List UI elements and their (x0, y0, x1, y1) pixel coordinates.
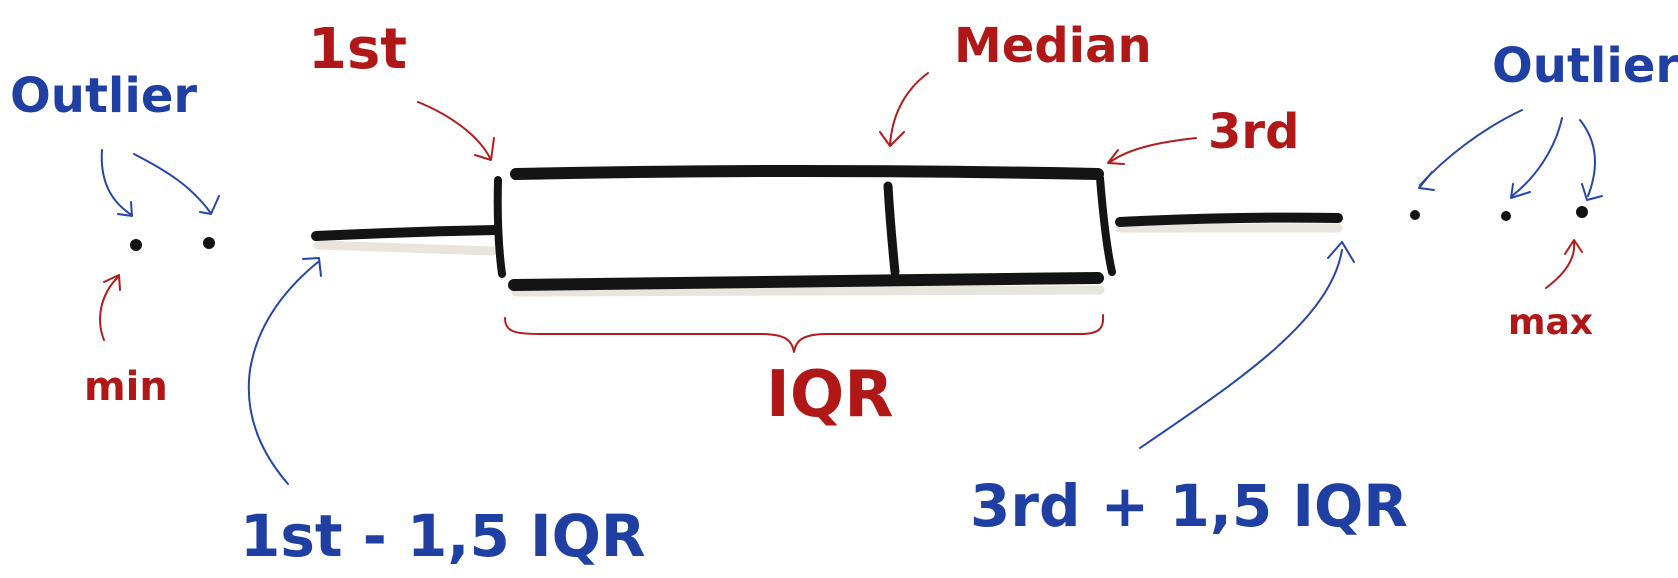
label-first-quartile: 1st (308, 17, 407, 82)
arrow-first-quartile (417, 101, 491, 159)
label-iqr: IQR (766, 358, 894, 432)
arrow-outlier-left-2 (133, 153, 211, 213)
outlier-point-left-2 (203, 237, 215, 249)
label-upper-fence: 3rd + 1,5 IQR (970, 472, 1408, 540)
outlier-point-right-3 (1576, 206, 1588, 218)
arrowhead-max (1564, 239, 1583, 255)
arrow-outlier-right-3 (1579, 119, 1596, 197)
arrowhead-lower-fence (302, 257, 322, 277)
arrowhead-outlier-right-3 (1581, 183, 1603, 201)
lower-whisker-shadow (313, 240, 497, 256)
outlier-point-right-1 (1410, 210, 1420, 220)
arrow-third-quartile (1109, 137, 1197, 163)
arrow-lower-fence (247, 261, 319, 485)
arrow-median (889, 72, 929, 146)
blue-arrows (100, 109, 1603, 485)
red-arrows (99, 72, 1583, 353)
box-bottom-edge (508, 272, 1104, 291)
upper-whisker (1115, 212, 1343, 227)
box-right-edge-q3 (1096, 174, 1116, 276)
label-outlier-right: Outlier (1492, 38, 1678, 94)
arrow-upper-fence (1139, 249, 1343, 449)
arrowhead-median (879, 131, 905, 147)
boxplot (130, 165, 1588, 297)
arrow-outlier-left-1 (100, 149, 131, 215)
arrow-outlier-right-2 (1511, 117, 1563, 197)
arrow-outlier-right-1 (1419, 109, 1523, 186)
arrowhead-outlier-left-2 (199, 195, 220, 215)
label-min: min (84, 364, 168, 410)
label-lower-fence: 1st - 1,5 IQR (240, 502, 646, 570)
box-left-edge-q1 (493, 176, 506, 278)
label-median: Median (954, 18, 1152, 74)
arrowhead-min (103, 274, 121, 291)
box-bottom-shadow (511, 285, 1105, 297)
arrow-min (99, 276, 119, 341)
arrowhead-outlier-right-1 (1418, 171, 1435, 191)
arrowhead-upper-fence (1327, 241, 1355, 263)
labels: Outlier Outlier 1st Median 3rd IQR min m… (10, 17, 1678, 570)
label-outlier-left: Outlier (10, 68, 197, 124)
outlier-point-right-2 (1501, 211, 1511, 221)
median-line (883, 181, 900, 277)
label-max: max (1508, 302, 1593, 343)
arrowhead-first-quartile (474, 137, 495, 161)
arrow-max (1545, 241, 1576, 289)
lower-whisker (311, 225, 501, 241)
outlier-point-left-1 (130, 239, 142, 251)
arrowhead-third-quartile (1107, 149, 1125, 165)
arrowhead-outlier-right-2 (1510, 183, 1531, 199)
label-third-quartile: 3rd (1208, 104, 1299, 160)
iqr-brace (504, 314, 1105, 353)
arrowhead-outlier-left-1 (117, 201, 133, 217)
box-top-edge (510, 165, 1104, 180)
